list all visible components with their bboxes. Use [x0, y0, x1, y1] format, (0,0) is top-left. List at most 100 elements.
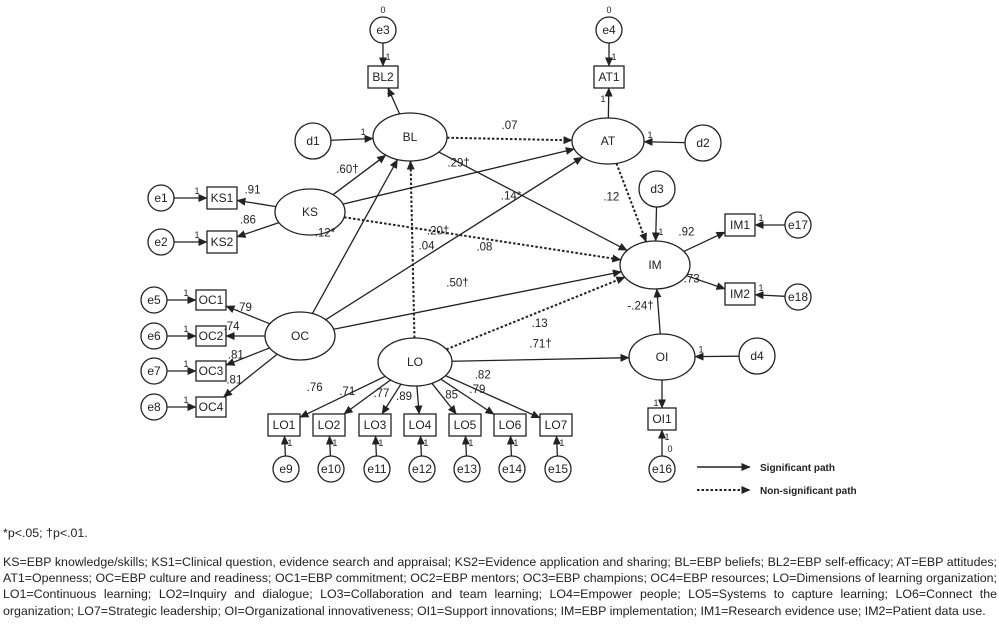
node-im2: IM2 — [724, 282, 756, 306]
node-lo5: LO5 — [448, 413, 482, 437]
node-label-d1: d1 — [306, 134, 320, 148]
fixed-loading-d4: 1 — [698, 345, 703, 355]
node-e12: e12 — [408, 455, 436, 483]
node-label-e18: e18 — [788, 290, 808, 304]
path-at-to-im — [615, 162, 648, 243]
fixed-loading-e16: 1 — [664, 432, 669, 442]
node-d2: d2 — [684, 124, 722, 162]
node-label-e2: e2 — [154, 235, 168, 249]
node-lo2: LO2 — [312, 413, 346, 437]
node-e10: e10 — [317, 455, 345, 483]
indicator-box-lo6 — [493, 413, 527, 437]
error-term-e18 — [784, 283, 812, 311]
fixed-loading-e5: 1 — [183, 288, 188, 298]
path-ks-to-bl — [332, 154, 387, 196]
node-im: IM — [619, 240, 691, 290]
mean-zero-e4: 0 — [606, 5, 611, 15]
node-label-e7: e7 — [147, 364, 161, 378]
error-term-e9 — [272, 455, 300, 483]
error-term-e17 — [784, 211, 812, 239]
indicator-box-lo4 — [403, 413, 437, 437]
node-label-d4: d4 — [750, 349, 764, 363]
node-ks: KS — [274, 188, 346, 236]
fixed-loading-e6: 1 — [183, 324, 188, 334]
node-label-e6: e6 — [147, 329, 161, 343]
indicator-box-lo2 — [312, 413, 346, 437]
legend: Significant path Non-significant path — [697, 463, 857, 497]
node-label-ks: KS — [302, 205, 318, 219]
coefficient-oi-to-im: -.24† — [627, 300, 653, 312]
node-label-e13: e13 — [457, 462, 477, 476]
indicator-box-lo7 — [539, 413, 573, 437]
node-e4: e4 — [595, 16, 623, 44]
node-lo1: LO1 — [267, 413, 301, 437]
node-label-ks2: KS2 — [211, 235, 234, 249]
node-label-oc3: OC3 — [199, 364, 224, 378]
node-label-lo5: LO5 — [454, 418, 477, 432]
latent-variable-bl — [372, 112, 448, 162]
latent-variable-im — [619, 240, 691, 290]
coefficient-lo6: .79 — [469, 384, 485, 396]
coefficient-oc-to-at: .20† — [427, 225, 449, 237]
fixed-loading-d2: 1 — [647, 130, 652, 140]
mean-zero-e16: 0 — [667, 444, 672, 454]
indicator-box-lo5 — [448, 413, 482, 437]
node-e5: e5 — [140, 286, 168, 314]
coefficient-lo-to-im: .13 — [532, 318, 548, 330]
node-label-oi1: OI1 — [652, 412, 672, 426]
coefficient-lo7: .82 — [475, 370, 491, 382]
path-ks-to-ks1 — [236, 197, 277, 208]
node-label-e11: e11 — [367, 462, 386, 476]
node-oi: OI — [628, 333, 696, 381]
node-label-e9: e9 — [279, 462, 293, 476]
path-oc-to-bl — [311, 159, 399, 314]
error-term-e5 — [140, 286, 168, 314]
legend-non-significant-label: Non-significant path — [760, 486, 857, 497]
node-e3: e3 — [369, 16, 397, 44]
node-e2: e2 — [147, 228, 175, 256]
error-term-d2 — [684, 124, 722, 162]
node-at: AT — [571, 117, 645, 165]
node-lo3: LO3 — [358, 413, 392, 437]
node-label-lo3: LO3 — [364, 418, 387, 432]
error-term-e11 — [363, 455, 391, 483]
node-label-e8: e8 — [147, 400, 161, 414]
node-label-im: IM — [648, 258, 661, 272]
node-label-e1: e1 — [154, 191, 168, 205]
node-lo7: LO7 — [539, 413, 573, 437]
node-oc3: OC3 — [195, 360, 227, 382]
error-term-e7 — [140, 357, 168, 385]
node-bl: BL — [372, 112, 448, 162]
path-e10-to-lo2 — [325, 435, 334, 457]
fixed-loading-bl-bl2: 1 — [386, 86, 391, 96]
node-label-im2: IM2 — [730, 287, 750, 301]
path-ks-to-at — [342, 147, 575, 205]
node-lo4: LO4 — [403, 413, 437, 437]
node-label-e3: e3 — [376, 23, 390, 37]
node-label-e5: e5 — [147, 293, 161, 307]
error-term-e3 — [369, 16, 397, 44]
node-oc4: OC4 — [195, 396, 227, 418]
coefficient-lo4: .89 — [396, 391, 412, 403]
error-term-e1 — [147, 184, 175, 212]
latent-variable-at — [571, 117, 645, 165]
latent-variable-lo — [377, 337, 453, 387]
node-e8: e8 — [140, 393, 168, 421]
indicator-box-oi1 — [647, 407, 677, 431]
path-e11-to-lo3 — [371, 435, 380, 457]
fixed-loading-e3: 1 — [385, 52, 390, 62]
node-label-e17: e17 — [788, 218, 808, 232]
coefficient-im1: .92 — [678, 227, 694, 239]
node-label-lo2: LO2 — [318, 418, 341, 432]
fixed-loading-e10: 1 — [332, 438, 337, 448]
path-lo-to-lo6 — [440, 378, 495, 415]
node-label-e14: e14 — [502, 462, 522, 476]
node-e6: e6 — [140, 322, 168, 350]
error-term-e6 — [140, 322, 168, 350]
node-e13: e13 — [453, 455, 481, 483]
node-lo6: LO6 — [493, 413, 527, 437]
error-term-e14 — [498, 455, 526, 483]
node-label-lo7: LO7 — [545, 418, 568, 432]
error-term-d4 — [738, 337, 776, 375]
node-label-d2: d2 — [696, 136, 710, 150]
